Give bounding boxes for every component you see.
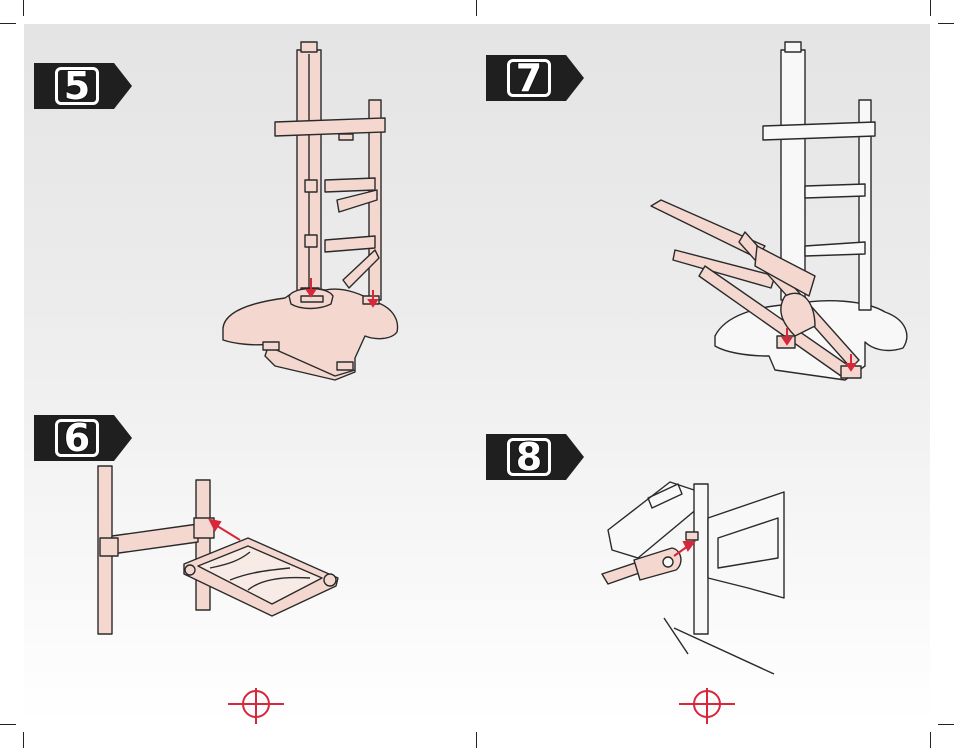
step-number: 6 (34, 415, 120, 461)
crop-mark-bottom-left-v (23, 732, 24, 748)
crop-mark-bottom-right-h (938, 724, 954, 725)
step-badge-6: 6 (34, 415, 132, 461)
registration-mark-right (677, 686, 737, 726)
step-number: 8 (486, 434, 572, 480)
step-6-illustration (90, 460, 350, 640)
crop-mark-bottom-center-v (476, 732, 477, 748)
crop-mark-top-right-v (930, 0, 931, 16)
step-number: 7 (486, 55, 572, 101)
crop-mark-bottom-left-h (0, 724, 16, 725)
crop-mark-top-left-h (0, 23, 16, 24)
step-badge-5: 5 (34, 63, 132, 109)
step-badge-7: 7 (486, 55, 584, 101)
step-7-illustration (645, 36, 915, 396)
crop-mark-top-left-v (23, 0, 24, 16)
step-badge-8: 8 (486, 434, 584, 480)
step-number: 5 (34, 63, 120, 109)
crop-mark-bottom-right-v (930, 732, 931, 748)
crop-mark-top-right-h (938, 23, 954, 24)
registration-mark-left (226, 686, 286, 726)
step-5-illustration (215, 40, 405, 390)
crop-mark-top-center-v (476, 0, 477, 16)
step-8-illustration (598, 478, 788, 678)
